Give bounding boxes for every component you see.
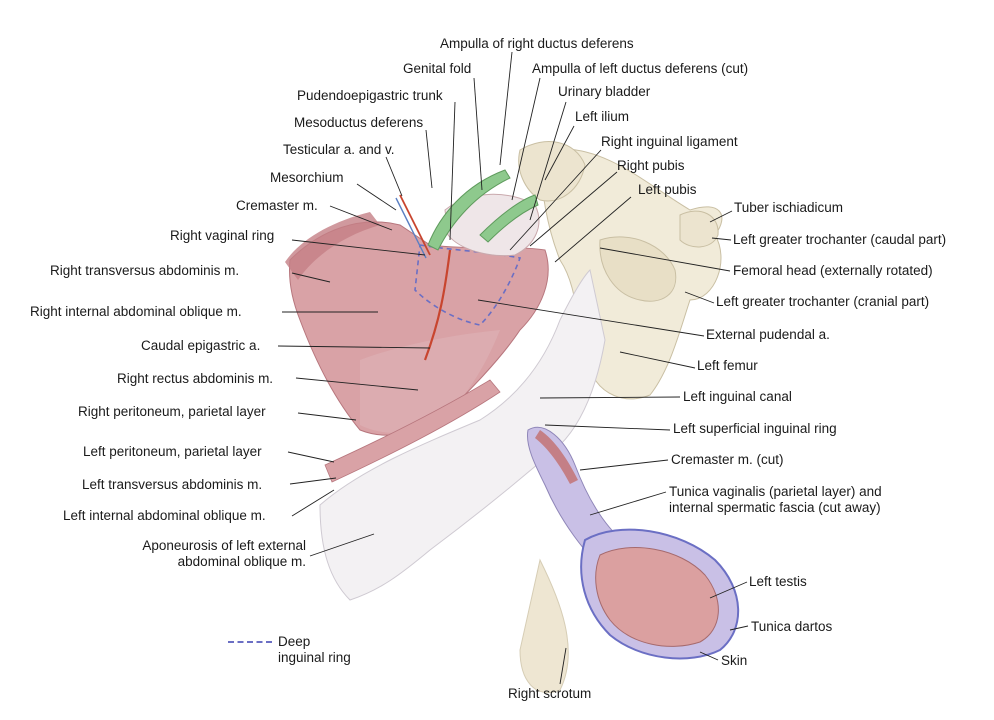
- label-mesorchium: Mesorchium: [270, 170, 344, 185]
- label-right-pubis: Right pubis: [617, 158, 685, 173]
- leader-lines: [277, 51, 749, 685]
- label-right-vaginal-ring: Right vaginal ring: [170, 228, 275, 243]
- label-pudendoepigastric-trunk: Pudendoepigastric trunk: [297, 88, 443, 103]
- label-tunica-dartos: Tunica dartos: [751, 619, 833, 634]
- label-cremaster-m: Cremaster m.: [236, 198, 318, 213]
- label-left-inguinal-canal: Left inguinal canal: [683, 389, 792, 404]
- right-transversus-abdominis-shape: [285, 212, 380, 280]
- label-left-femur: Left femur: [697, 358, 758, 373]
- femoral-head: [599, 236, 677, 302]
- cremaster-cut-strip: [535, 430, 578, 484]
- label-right-transversus-abdominis: Right transversus abdominis m.: [50, 263, 240, 278]
- label-left-testis: Left testis: [749, 574, 807, 589]
- label-external-pudendal-a: External pudendal a.: [706, 327, 830, 342]
- label-left-greater-trochanter-caudal: Left greater trochanter (caudal part): [733, 232, 947, 247]
- testicular-vessel-blue: [395, 197, 427, 259]
- right-rectus-abdominis-shape: [360, 330, 500, 434]
- green-ductus-deferens-right: [427, 169, 511, 251]
- label-right-internal-abdominal-oblique: Right internal abdominal oblique m.: [30, 304, 242, 319]
- label-left-superficial-inguinal-ring: Left superficial inguinal ring: [673, 421, 837, 436]
- right-scrotum-shape: [519, 558, 569, 694]
- label-left-internal-abdominal-oblique: Left internal abdominal oblique m.: [63, 508, 266, 523]
- label-right-rectus-abdominis: Right rectus abdominis m.: [117, 371, 274, 386]
- label-aponeurosis-left-external-oblique: Aponeurosis of left external abdominal o…: [142, 538, 306, 569]
- label-left-peritoneum-parietal: Left peritoneum, parietal layer: [83, 444, 262, 459]
- aponeurosis-sheet: [319, 268, 606, 601]
- label-tuber-ischiadicum: Tuber ischiadicum: [734, 200, 844, 215]
- legend-dashed-line: [228, 641, 272, 643]
- label-right-inguinal-ligament: Right inguinal ligament: [601, 134, 738, 149]
- label-cremaster-m-cut: Cremaster m. (cut): [671, 452, 784, 467]
- left-testis-shape: [595, 547, 719, 647]
- label-left-ilium: Left ilium: [575, 109, 630, 124]
- left-abdominal-layers-strip: [324, 379, 501, 483]
- tuber-ischiadicum-bone: [679, 210, 719, 248]
- label-urinary-bladder: Urinary bladder: [558, 84, 651, 99]
- label-ampulla-left-ductus-deferens-cut: Ampulla of left ductus deferens (cut): [532, 61, 749, 76]
- label-right-peritoneum-parietal: Right peritoneum, parietal layer: [78, 404, 266, 419]
- label-left-pubis: Left pubis: [638, 182, 697, 197]
- label-genital-fold: Genital fold: [403, 61, 472, 76]
- label-testicular-a-v: Testicular a. and v.: [283, 142, 395, 157]
- testicular-vessel: [399, 194, 431, 256]
- label-mesoductus-deferens: Mesoductus deferens: [294, 115, 424, 130]
- deep-inguinal-ring-outline: [414, 244, 522, 326]
- label-tunica-vaginalis: Tunica vaginalis (parietal layer) and in…: [669, 484, 882, 515]
- label-skin: Skin: [721, 653, 748, 668]
- label-right-scrotum: Right scrotum: [508, 686, 592, 701]
- label-left-transversus-abdominis: Left transversus abdominis m.: [82, 477, 263, 492]
- label-caudal-epigastric-a: Caudal epigastric a.: [141, 338, 261, 353]
- legend-deep-inguinal-ring: Deep inguinal ring: [278, 634, 351, 665]
- label-femoral-head: Femoral head (externally rotated): [733, 263, 933, 278]
- right-abdominal-muscles: [289, 221, 549, 436]
- label-left-greater-trochanter-cranial: Left greater trochanter (cranial part): [716, 294, 930, 309]
- label-ampulla-right-ductus-deferens: Ampulla of right ductus deferens: [440, 36, 634, 51]
